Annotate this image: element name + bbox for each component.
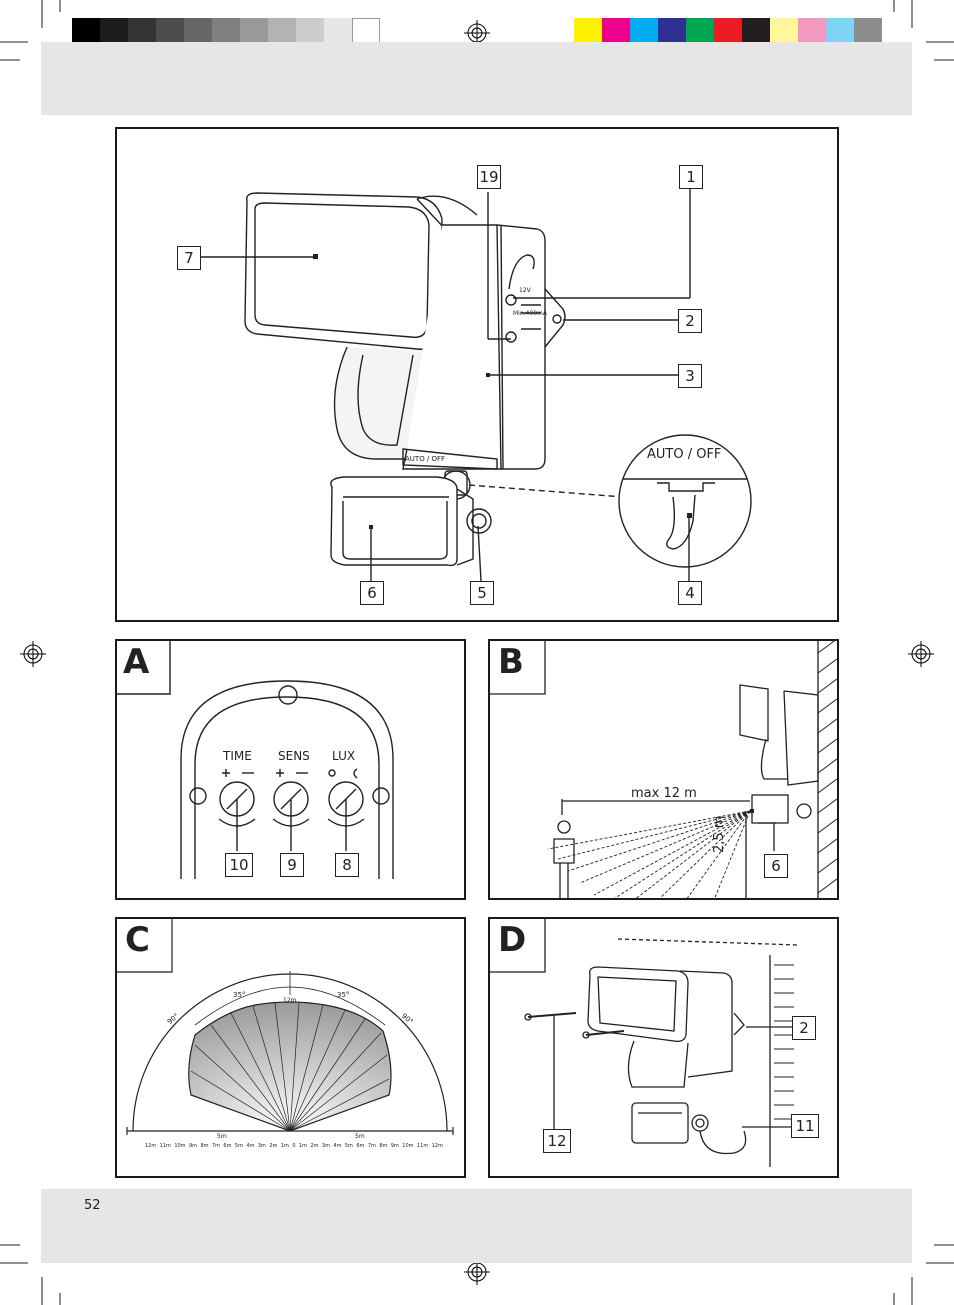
swatch (296, 18, 324, 46)
max-distance-label: max 12 m (631, 786, 697, 801)
sens-label: SENS (278, 749, 310, 763)
callout-2: 2 (678, 309, 702, 333)
scale-tick: 11m (159, 1143, 171, 1149)
swatch (630, 18, 658, 46)
main-diagram-panel: 12V Min.400mA AUTO / OFF AUTO / OFF 19 1… (115, 127, 839, 622)
scale-tick: 7m (211, 1143, 220, 1149)
current-label: Min.400mA (513, 310, 547, 317)
swatch (100, 18, 128, 46)
swatch (184, 18, 212, 46)
swatch (324, 18, 352, 46)
time-label: TIME (223, 749, 252, 763)
callout-9: 9 (280, 853, 304, 877)
panel-b-letter: B (498, 642, 524, 682)
scale-tick: 1m (298, 1143, 307, 1149)
device-auto-off-label: AUTO / OFF (405, 455, 446, 463)
swatch (798, 18, 826, 46)
swatch (156, 18, 184, 46)
swatch (72, 18, 100, 46)
scale-tick: 8m (200, 1143, 209, 1149)
scale-tick: 9m (390, 1143, 399, 1149)
registration-mark-right (908, 641, 934, 667)
panel-c: C 90° 35° 12m 35° 90° 5m 5m 12m 11m 10m … (115, 917, 466, 1178)
scale-5m-right: 5m (355, 1133, 365, 1140)
callout-6: 6 (360, 581, 384, 605)
scale-tick: 12m (145, 1143, 157, 1149)
voltage-label: 12V (519, 287, 531, 294)
scale-tick: 3m (257, 1143, 266, 1149)
scale-tick: 2m (269, 1143, 278, 1149)
scale-tick: 10m (402, 1143, 414, 1149)
panel-d: D 2 11 12 (488, 917, 839, 1178)
scale-tick: 2m (310, 1143, 319, 1149)
callout-8: 8 (335, 853, 359, 877)
scale-tick: 5m (344, 1143, 353, 1149)
panel-d-drawing (488, 917, 799, 1167)
page-number: 52 (84, 1198, 101, 1213)
panel-a: A TIME SENS LUX 10 9 8 (115, 639, 466, 900)
scale-tick: 1m (280, 1143, 289, 1149)
scale-5m-left: 5m (217, 1133, 227, 1140)
swatch (854, 18, 882, 46)
swatch (742, 18, 770, 46)
swatch (826, 18, 854, 46)
angle-label-right-35: 35° (337, 991, 350, 999)
swatch (686, 18, 714, 46)
callout-7: 7 (177, 246, 201, 270)
swatch (128, 18, 156, 46)
panel-a-letter: A (123, 642, 150, 682)
range-12m-label: 12m (283, 997, 297, 1004)
distance-scale: 12m 11m 10m 9m 8m 7m 6m 5m 4m 3m 2m 1m 0… (145, 1143, 443, 1149)
scale-tick: 7m (367, 1143, 376, 1149)
swatch (602, 18, 630, 46)
scale-tick: 6m (356, 1143, 365, 1149)
floodlight-drawing (199, 187, 752, 582)
panel-a-drawing (115, 639, 394, 879)
scale-tick: 4m (333, 1143, 342, 1149)
lux-label: LUX (332, 749, 356, 763)
scale-tick: 6m (223, 1143, 232, 1149)
scale-tick: 5m (234, 1143, 243, 1149)
panel-b: B max 12 m 2,5 m 6 (488, 639, 839, 900)
scale-tick: 0 (292, 1143, 296, 1149)
swatch (268, 18, 296, 46)
callout-6-b: 6 (764, 854, 788, 878)
detail-auto-off-label: AUTO / OFF (647, 447, 722, 462)
registration-mark-bottom (464, 1259, 490, 1285)
swatch (658, 18, 686, 46)
swatch (714, 18, 742, 46)
callout-11: 11 (791, 1114, 819, 1138)
scale-tick: 9m (188, 1143, 198, 1149)
scale-tick: 4m (246, 1143, 255, 1149)
scale-tick: 3m (321, 1143, 330, 1149)
panel-b-drawing (488, 639, 838, 900)
scale-tick: 10m (174, 1143, 186, 1149)
callout-19: 19 (477, 165, 501, 189)
swatch (212, 18, 240, 46)
panel-c-letter: C (125, 920, 150, 960)
swatch (574, 18, 602, 46)
callout-1: 1 (679, 165, 703, 189)
swatch (352, 18, 380, 46)
callout-4: 4 (678, 581, 702, 605)
scale-tick: 8m (379, 1143, 388, 1149)
header-band (41, 42, 912, 115)
callout-10: 10 (225, 853, 253, 877)
mount-height-label: 2,5 m (712, 815, 727, 853)
callout-12: 12 (543, 1129, 571, 1153)
callout-2-d: 2 (792, 1016, 816, 1040)
callout-5: 5 (470, 581, 494, 605)
callout-3: 3 (678, 364, 702, 388)
swatch (770, 18, 798, 46)
registration-mark-left (20, 641, 46, 667)
angle-label-left-35: 35° (233, 991, 246, 999)
panel-d-letter: D (498, 920, 527, 960)
scale-tick: 12m (431, 1143, 443, 1149)
scale-tick: 11m (416, 1143, 429, 1149)
swatch (240, 18, 268, 46)
footer-band (41, 1189, 912, 1263)
panel-c-drawing (115, 917, 454, 1135)
